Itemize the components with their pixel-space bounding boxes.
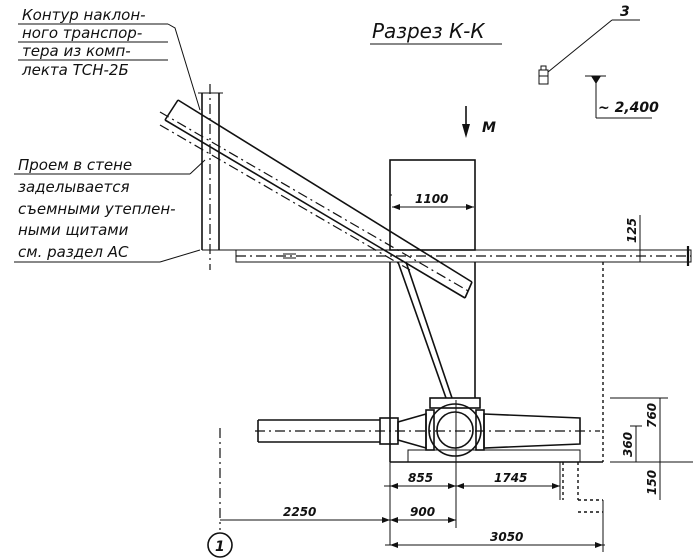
note-top-line-3: тера из комп- [22,42,131,60]
pit [389,262,604,463]
foundation [562,462,603,513]
level-mark-label: ~ 2,400 [598,100,659,116]
dim-760-label: 760 [645,403,659,428]
dim-2250-label: 2250 [283,505,316,519]
wall-column [198,84,240,270]
dim-150-label: 150 [645,470,659,495]
dim-row-2: 2250 900 [220,505,456,523]
dim-1745-label: 1745 [494,471,527,485]
pump-assembly [255,397,600,463]
note-wall-line-2: заделывается [18,178,129,196]
dim-900-label: 900 [410,505,435,519]
direction-arrow-m: М [462,106,496,138]
axis-1-label: 1 [215,539,225,555]
note-top-line-4: лекта ТСН-2Б [21,61,129,79]
lamp-icon [538,65,549,85]
note-top-line-2: ного транспор- [22,24,142,42]
inclined-conveyor [159,99,473,299]
hopper-upper [389,159,476,251]
section-title: Разрез К-К [372,19,485,43]
note-wall-line-3: съемными утеплен- [18,200,176,218]
axis-1-marker: 1 [207,428,233,558]
dim-row-1: 855 1745 [384,400,561,545]
dim-360-label: 360 [621,432,635,457]
note-top-line-1: Контур наклон- [22,6,146,24]
wall-opening-note: Проем в стене заделывается съемными утеп… [14,156,206,263]
floor-slab [235,246,692,266]
note-wall-line-4: ными щитами [18,221,129,239]
note-wall-line-1: Проем в стене [18,156,132,174]
feed-chute [397,261,453,399]
pump-housing [428,403,482,457]
dim-1100: 1100 [392,192,474,210]
dim-heights-right: 760 360 150 [610,397,693,500]
dim-1100-label: 1100 [415,192,448,206]
arrow-m-label: М [482,120,496,136]
level-mark: ~ 2,400 [585,75,659,119]
dim-125-label: 125 [625,218,639,243]
dim-125: 125 [625,215,646,262]
conveyor-note: Контур наклон- ного транспор- тера из ко… [18,6,201,111]
dim-row-3: 3050 [385,500,605,552]
dim-3050-label: 3050 [490,530,523,544]
dim-855-label: 855 [408,471,433,485]
note-wall-line-5: см. раздел АС [18,243,129,261]
marker-3-label: 3 [620,4,630,20]
